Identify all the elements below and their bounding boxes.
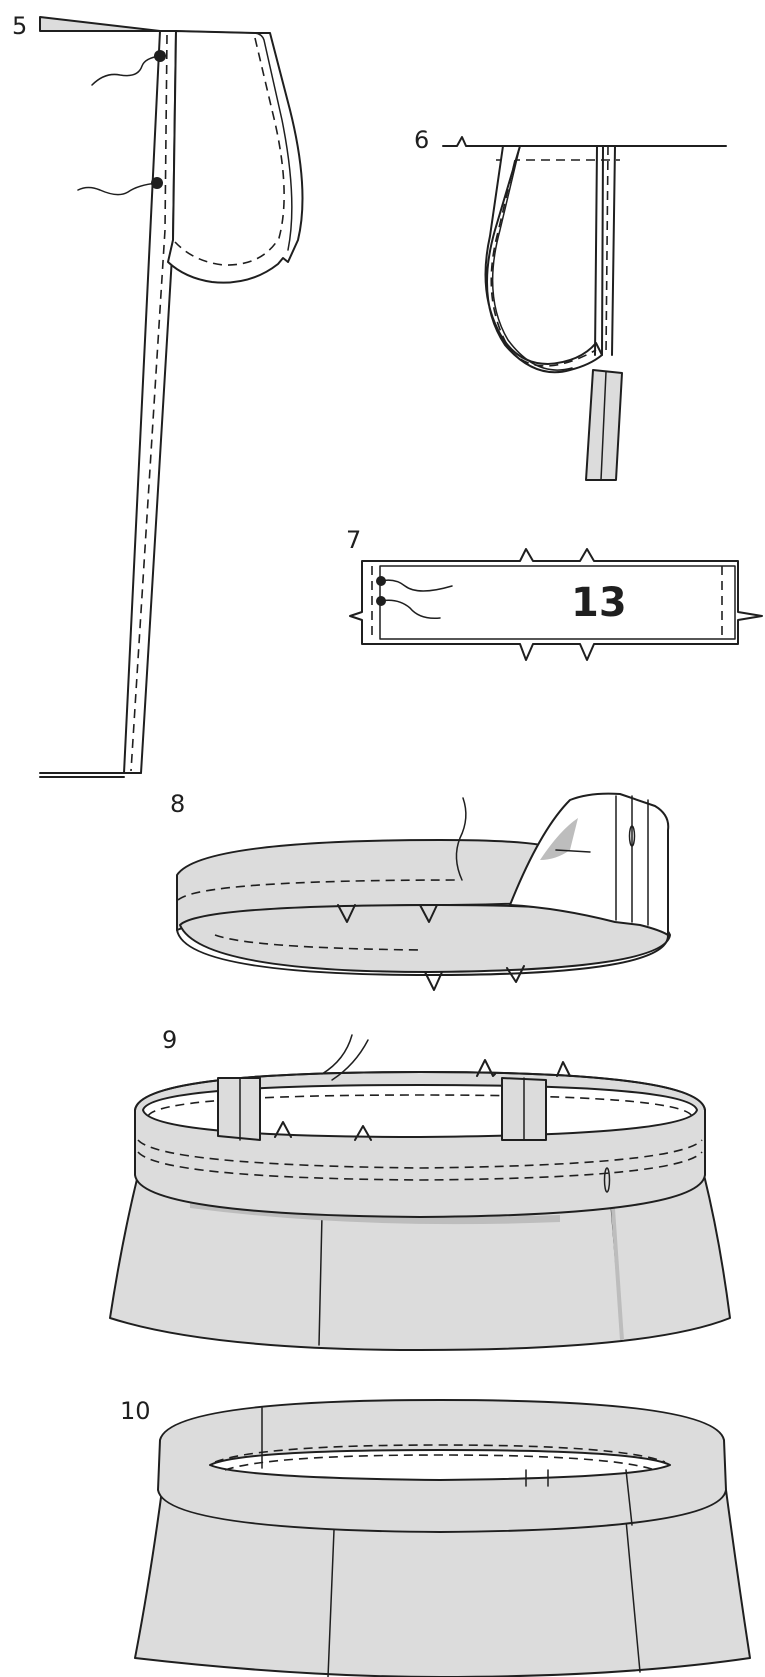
pocket-inner-edge — [175, 30, 293, 251]
step-6-binding-fold — [600, 371, 607, 481]
step-6-pocket-inner-edge — [491, 145, 573, 371]
step-8-waistband-inner — [179, 904, 671, 973]
step-10-number: 10 — [120, 1397, 151, 1425]
step-9-notches — [274, 1059, 571, 1141]
step-9-band-shadow — [190, 1200, 560, 1225]
front-panel-outline — [123, 30, 177, 774]
step-8-thread — [455, 797, 467, 881]
pocket-bag — [167, 30, 304, 284]
step-9-belt-loop-left — [217, 1077, 261, 1141]
step-6-side-seam — [594, 145, 616, 356]
pin-thread-lower — [77, 182, 158, 196]
step-9-diagram: 9 — [109, 1026, 731, 1351]
step-6-diagram: 6 — [414, 126, 727, 481]
step-10-skirt-seams — [327, 1519, 641, 1677]
step-10-band-seam — [625, 1469, 633, 1526]
step-5-number: 5 — [12, 12, 27, 40]
step-10-diagram: 10 — [120, 1397, 751, 1677]
step-6-waist-edge — [442, 136, 727, 147]
step-7-pin-thread-lower — [380, 599, 441, 620]
waistband-piece — [349, 548, 763, 661]
waist-edge-band — [39, 16, 161, 32]
front-panel-stitch-line — [130, 34, 168, 772]
step-9-number: 9 — [162, 1026, 177, 1054]
waistband-seam-allowance — [371, 566, 723, 639]
pin-thread-upper — [91, 55, 161, 86]
step-7-pin-thread-upper — [380, 579, 453, 592]
step-8-bottom-edge — [176, 929, 670, 976]
step-8-folded-end — [509, 792, 670, 936]
step-9-top-edge — [134, 1071, 706, 1111]
step-8-fold-line — [555, 849, 591, 853]
step-8-diagram: 8 — [170, 790, 671, 991]
step-6-number: 6 — [414, 126, 429, 154]
step-6-side-seam-stitch — [605, 145, 609, 356]
step-9-buttonhole — [603, 1167, 611, 1193]
step-10-stitch-upper — [214, 1444, 666, 1463]
pattern-piece-number: 13 — [571, 580, 627, 626]
step-8-fold-shadow — [540, 818, 578, 860]
pocket-stitch-line — [174, 37, 285, 266]
step-9-top-stitch — [147, 1094, 693, 1117]
step-8-buttonhole — [628, 825, 636, 847]
hem-line — [39, 772, 142, 778]
step-8-number: 8 — [170, 790, 185, 818]
step-9-band-stitch-1 — [137, 1139, 703, 1169]
step-10-band-marks — [261, 1407, 549, 1487]
step-8-stitch-upper — [177, 879, 461, 901]
step-7-number: 7 — [346, 526, 361, 554]
step-9-band-stitch-2 — [137, 1151, 703, 1181]
step-10-stitch-lower — [224, 1454, 656, 1471]
step-8-stitch-lower — [214, 934, 421, 951]
step-6-pocket-stitch — [490, 159, 597, 367]
step-8-notches — [337, 904, 525, 991]
step-9-skirt-body — [109, 1174, 731, 1351]
step-5-diagram: 5 — [12, 12, 304, 778]
step-8-end-seams — [615, 795, 649, 926]
step-7-diagram: 7 13 — [346, 526, 763, 661]
waistband-inner-outline — [379, 565, 736, 640]
step-9-thread-ends — [321, 1034, 369, 1081]
